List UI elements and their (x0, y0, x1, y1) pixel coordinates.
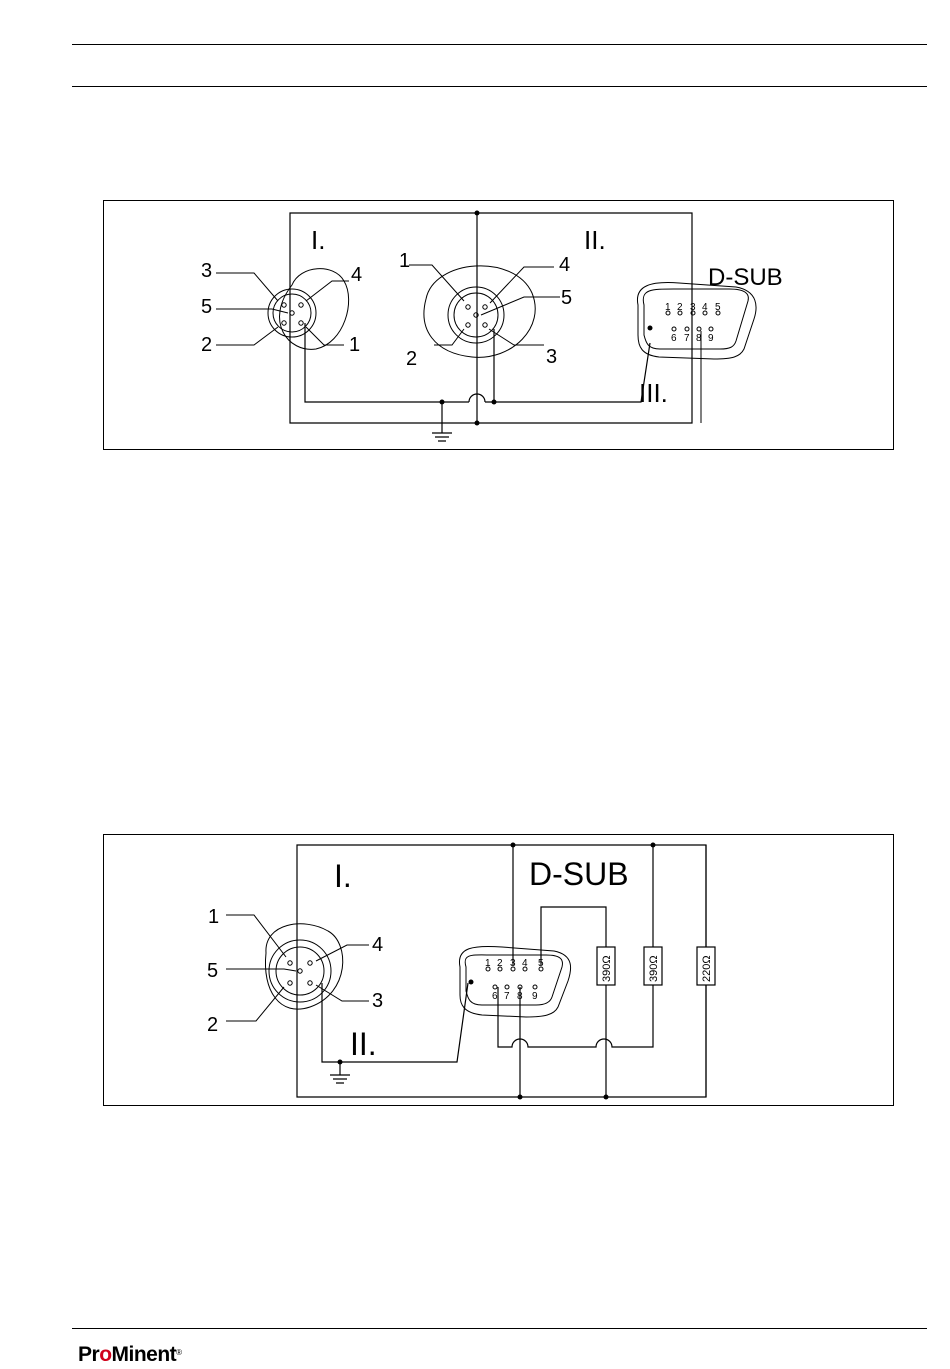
dsub-pin-label: 7 (684, 333, 690, 344)
connector-b (409, 265, 560, 357)
connector-c-pin-label: 4 (372, 934, 383, 956)
dsub-pin-label: 2 (497, 958, 503, 969)
dsub-pin-label: 1 (665, 302, 671, 313)
footer-rule (72, 1328, 927, 1329)
resistor-1-value: 390Ω (601, 955, 613, 982)
connector-a-pin-label: 1 (349, 334, 360, 356)
dsub-pin-label: 8 (517, 991, 523, 1002)
logo-text: Minent (112, 1343, 177, 1366)
connector-c-pin-label: 3 (372, 990, 383, 1012)
dsub-pin-label: 9 (532, 991, 538, 1002)
connector-c-pin-label: 1 (208, 906, 219, 928)
resistor-2-value: 390Ω (648, 955, 660, 982)
dsub-pin-label: 5 (538, 958, 544, 969)
section-label-II: II. (350, 1026, 377, 1062)
section-label-III: III. (639, 378, 668, 408)
wiring-diagram-1-drawing: 3 4 5 2 1 1 4 5 2 3 (104, 201, 895, 451)
connector-b-pin-label: 2 (406, 348, 417, 370)
resistor-1-top-wire (541, 907, 606, 965)
connector-a-pin-label: 2 (201, 334, 212, 356)
header-rule-bottom (72, 86, 927, 87)
dsub-pin-label: 1 (485, 958, 491, 969)
dsub-pin-label: 8 (696, 333, 702, 344)
wiring-diagram-2-drawing: 390Ω 390Ω 220Ω 1 4 5 3 2 (104, 835, 895, 1107)
shield-wire (322, 983, 468, 1062)
registered-mark: ® (176, 1348, 181, 1357)
dsub-pin-label: 4 (702, 302, 708, 313)
dsub-pin-label: 9 (708, 333, 714, 344)
frame-wire (290, 213, 692, 423)
wiring-diagram-2: 390Ω 390Ω 220Ω 1 4 5 3 2 (103, 834, 894, 1106)
ground-wire-left (305, 323, 469, 402)
dsub-pin-labels-1: 1 2 3 4 5 6 7 8 9 (665, 302, 721, 344)
logo-text: Pr (78, 1343, 99, 1366)
connector-b-pin-label: 3 (546, 346, 557, 368)
dsub-connector-2 (459, 946, 570, 1017)
dsub-pin-label: 5 (715, 302, 721, 313)
connector-a (216, 269, 349, 350)
prominent-logo: ProMinent® (78, 1343, 182, 1367)
dsub-label: D-SUB (529, 856, 629, 892)
connector-b-pin-label: 5 (561, 287, 572, 309)
dsub-pin-label: 6 (492, 991, 498, 1002)
dsub-label: D-SUB (708, 264, 783, 291)
resistor-3-value: 220Ω (701, 955, 713, 982)
dsub-pin-label: 7 (504, 991, 510, 1002)
logo-text: o (99, 1343, 111, 1366)
connector-a-pin-label: 5 (201, 296, 212, 318)
dsub-pin-label: 6 (671, 333, 677, 344)
connector-c-pin-label: 5 (207, 960, 218, 982)
connector-a-pin-label: 4 (351, 264, 362, 286)
ground-symbol (432, 433, 452, 441)
section-label-I: I. (311, 225, 325, 255)
dsub-pin-label: 2 (677, 302, 683, 313)
section-label-I: I. (334, 858, 352, 894)
ground-symbol (330, 1075, 350, 1083)
header-rule-top (72, 44, 927, 45)
dsub-pin-label: 3 (510, 958, 516, 969)
section-label-II: II. (584, 225, 606, 255)
connector-b-pin-labels: 1 4 5 2 3 (399, 250, 572, 370)
wiring-diagram-1: 3 4 5 2 1 1 4 5 2 3 (103, 200, 894, 450)
dsub-pin-label: 4 (522, 958, 528, 969)
connector-c-pin-label: 2 (207, 1014, 218, 1036)
connector-b-pin-label: 4 (559, 254, 570, 276)
dsub-pin-label: 3 (690, 302, 696, 313)
ground-wire-right (485, 343, 650, 402)
connector-b-pin-label: 1 (399, 250, 410, 272)
connector-a-pin-label: 3 (201, 260, 212, 282)
